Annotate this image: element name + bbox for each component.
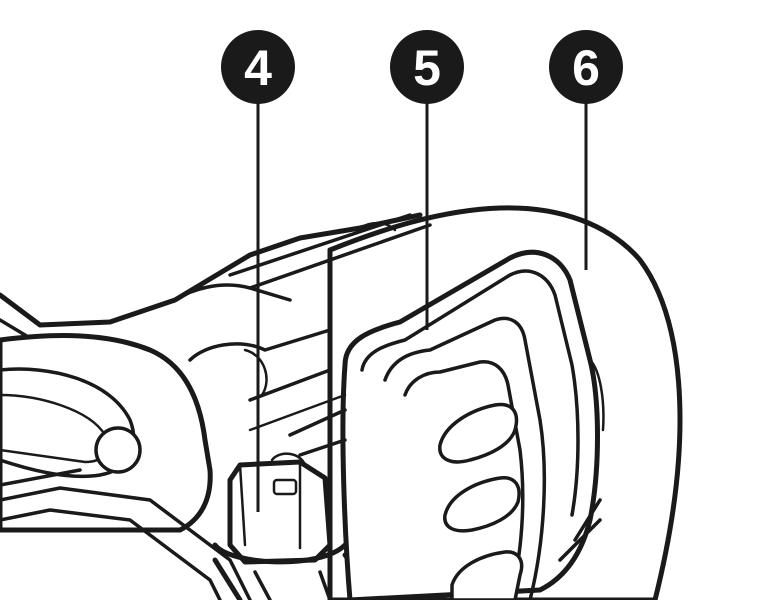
callout-6-badge: [549, 30, 623, 104]
body-tube: [0, 212, 432, 402]
callout-6-number: 6: [572, 40, 600, 96]
callout-5-badge: [390, 30, 464, 104]
callout-4-number: 4: [244, 40, 272, 96]
callout-5-number: 5: [413, 40, 441, 96]
callout-5: 5: [390, 30, 464, 104]
callout-4-badge: [221, 30, 295, 104]
callout-6: 6: [549, 30, 623, 104]
internal-detail: [248, 358, 605, 562]
guard-plate: [340, 249, 600, 600]
handle-arm: [0, 333, 252, 600]
callout-4: 4: [221, 30, 295, 104]
